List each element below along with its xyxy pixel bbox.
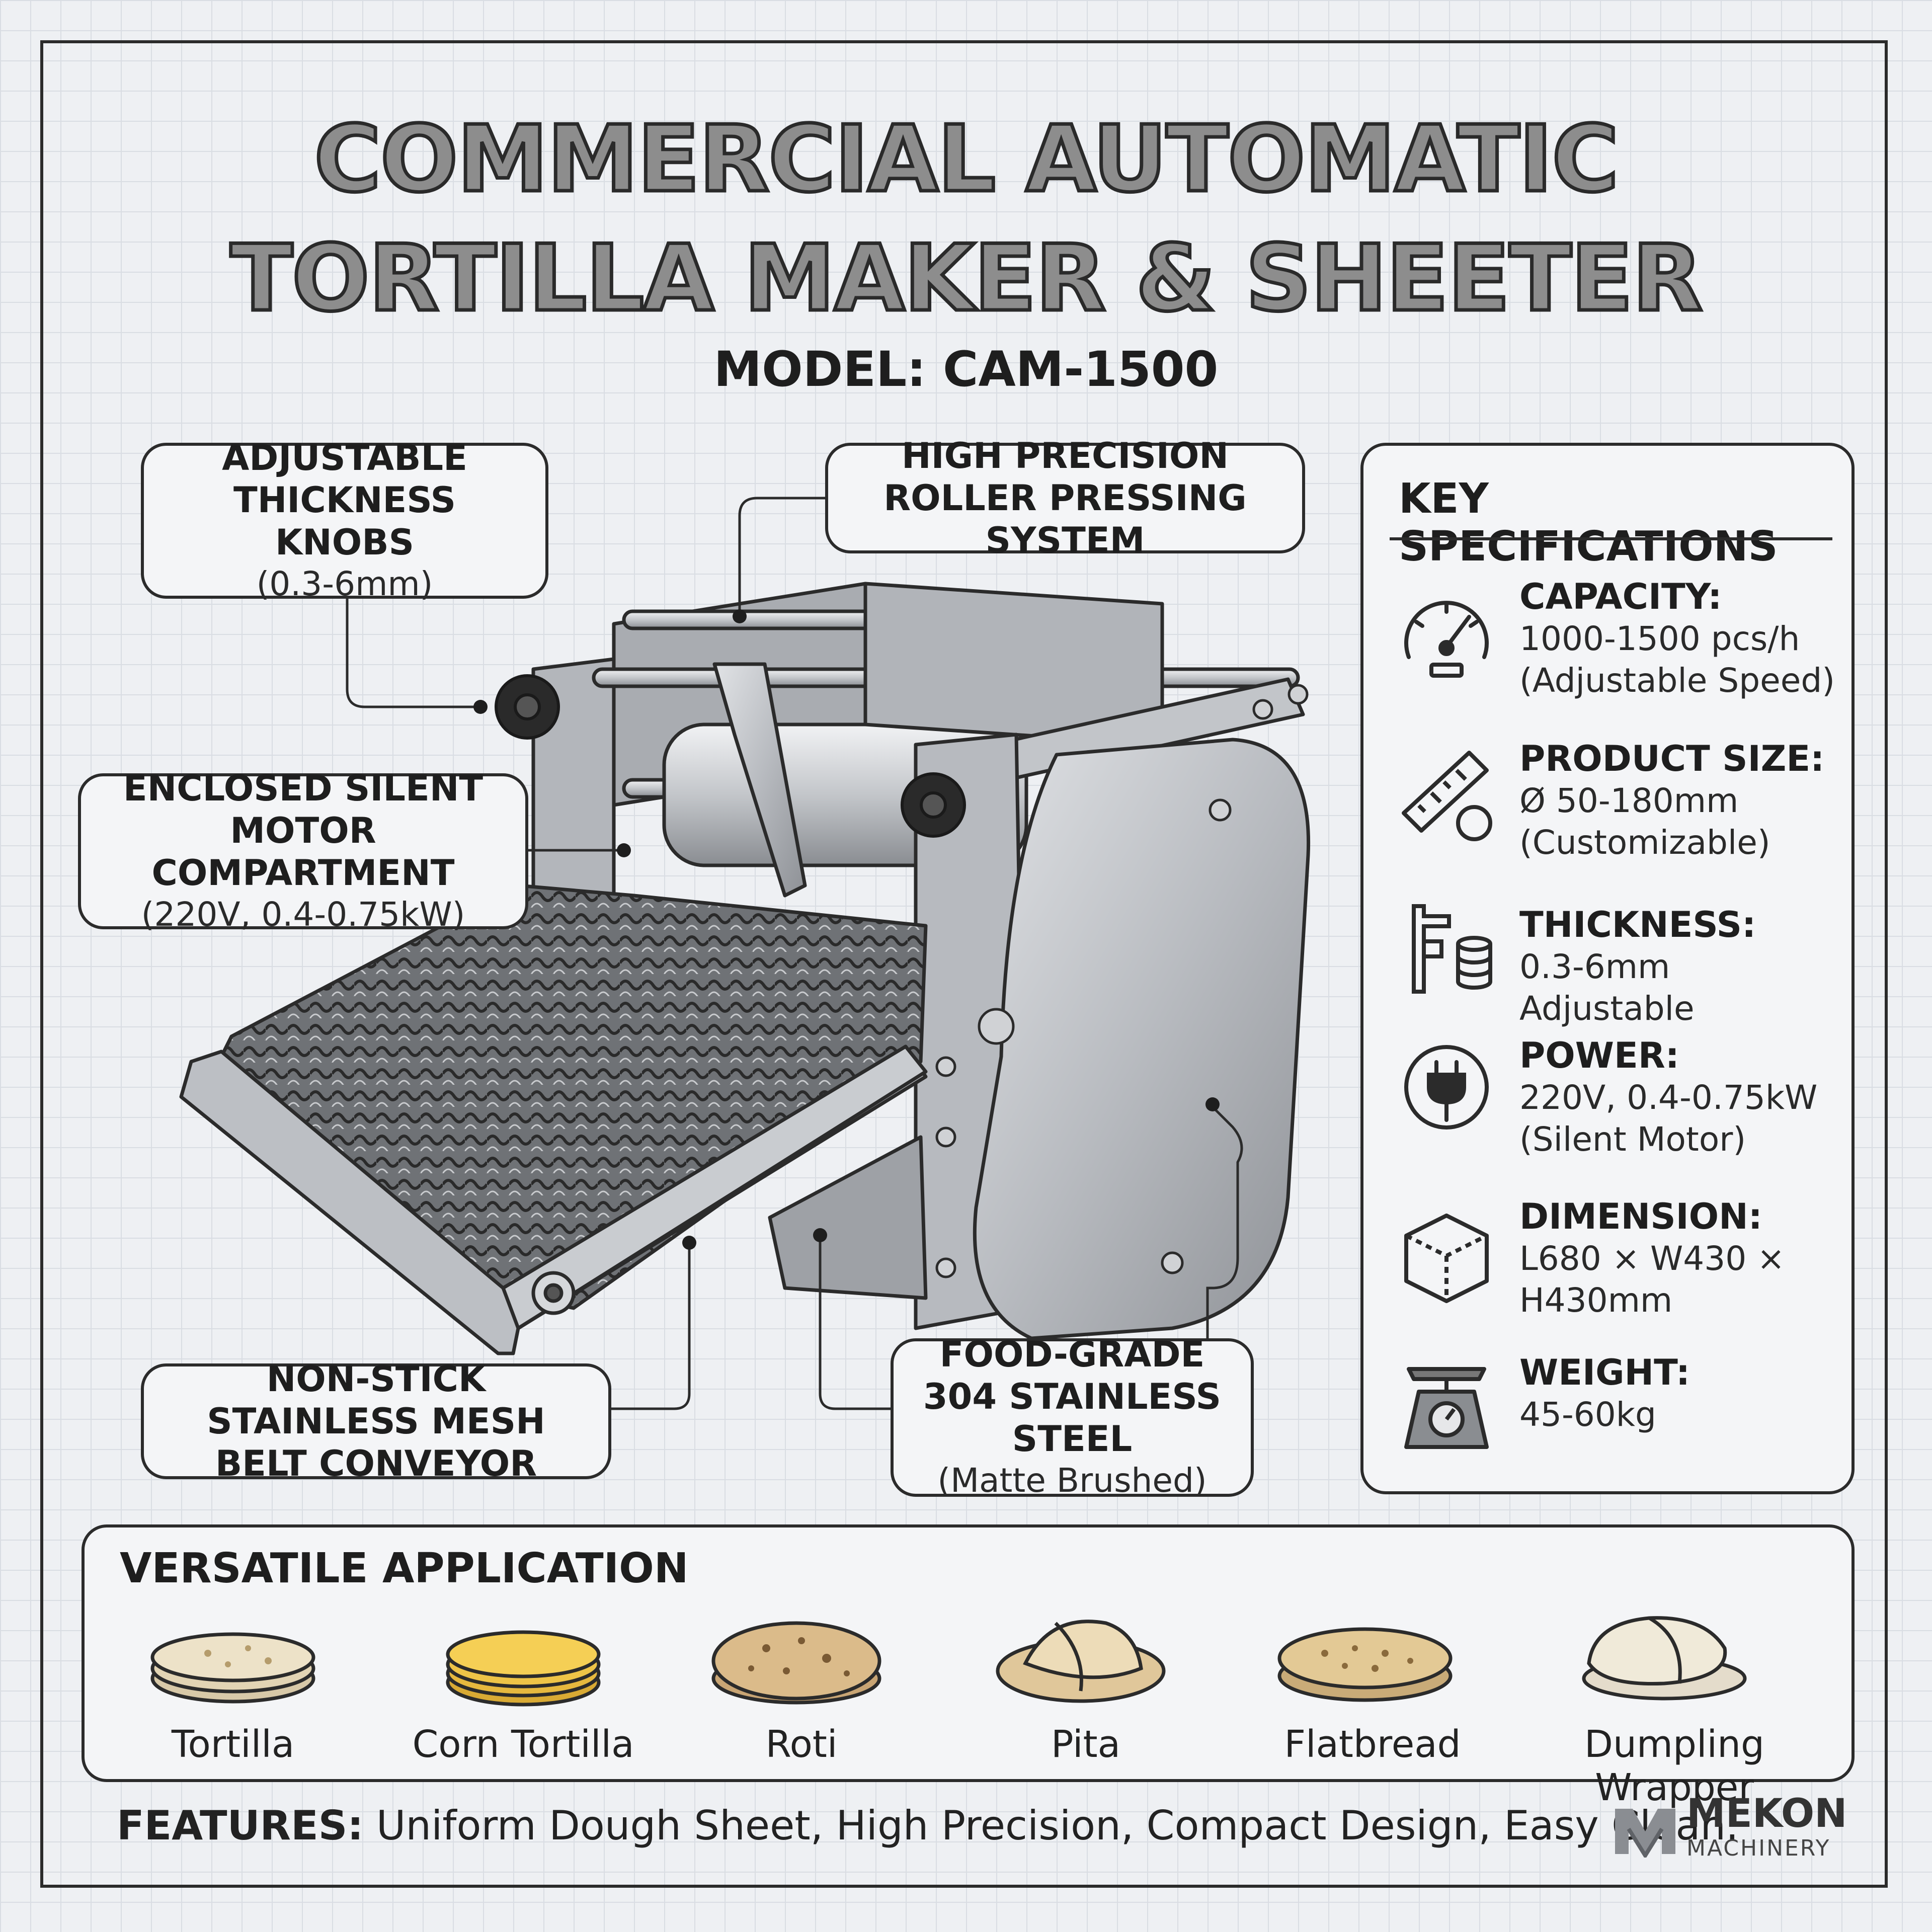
spec-power: POWER: 220V, 0.4-0.75kW (Silent Motor) xyxy=(1519,1034,1817,1160)
dumpling-wrapper-icon xyxy=(1582,1616,1747,1701)
mekon-logo-icon xyxy=(1615,1809,1675,1858)
scale-icon xyxy=(1404,1367,1489,1449)
spec-dimension-label: DIMENSION: xyxy=(1519,1196,1762,1237)
roti-icon xyxy=(711,1621,881,1705)
gauge-icon xyxy=(1404,601,1489,678)
spec-dimension-value-2: H430mm xyxy=(1519,1281,1673,1320)
callout-knobs-title: ADJUSTABLE THICKNESS KNOBS xyxy=(222,437,467,563)
features-line: FEATURES: Uniform Dough Sheet, High Prec… xyxy=(117,1802,1739,1849)
callout-motor-compartment: ENCLOSED SILENT MOTOR COMPARTMENT (220V,… xyxy=(78,768,528,934)
model-number: MODEL: CAM-1500 xyxy=(713,341,1219,397)
spec-size-label: PRODUCT SIZE: xyxy=(1519,738,1825,779)
spec-power-label: POWER: xyxy=(1519,1035,1679,1076)
logo-brand-sub: MACHINERY xyxy=(1686,1835,1831,1861)
key-specifications-panel: KEY SPECIFICATIONS CAPACITY: 1000-1500 p… xyxy=(1360,443,1855,1494)
applications-heading: VERSATILE APPLICATION xyxy=(120,1545,689,1592)
callout-mesh-belt: NON-STICK STAINLESS MESH BELT CONVEYOR xyxy=(141,1358,611,1484)
spec-size-value: Ø 50-180mm xyxy=(1519,781,1739,820)
specs-divider xyxy=(1390,537,1832,540)
caliper-icon xyxy=(1412,904,1492,994)
application-tortilla: Tortilla xyxy=(171,1723,295,1766)
specs-heading: KEY SPECIFICATIONS xyxy=(1399,475,1778,571)
pita-icon xyxy=(996,1620,1166,1703)
callout-thickness-knobs: ADJUSTABLE THICKNESS KNOBS (0.3-6mm) xyxy=(141,437,548,603)
features-text: Uniform Dough Sheet, High Precision, Com… xyxy=(363,1802,1739,1849)
spec-dimension: DIMENSION: L680 × W430 × H430mm xyxy=(1519,1195,1785,1321)
application-roti: Roti xyxy=(765,1723,838,1766)
spec-thickness-label: THICKNESS: xyxy=(1519,904,1756,945)
spec-power-value: 220V, 0.4-0.75kW xyxy=(1519,1078,1818,1117)
page-frame xyxy=(40,40,1888,1888)
callout-belt-title: NON-STICK STAINLESS MESH BELT CONVEYOR xyxy=(207,1358,545,1484)
title-line-2: TORTILLA MAKER & SHEETER xyxy=(228,225,1704,332)
callout-roller-system: HIGH PRECISION ROLLER PRESSING SYSTEM xyxy=(825,435,1305,561)
title-line-1: COMMERCIAL AUTOMATIC xyxy=(312,106,1621,212)
spec-weight-label: WEIGHT: xyxy=(1519,1352,1691,1393)
callout-steel-title: FOOD-GRADE 304 STAINLESS STEEL xyxy=(923,1334,1222,1460)
application-pita: Pita xyxy=(1051,1723,1120,1766)
application-flatbread: Flatbread xyxy=(1284,1723,1461,1766)
callout-knobs-sub: (0.3-6mm) xyxy=(256,564,433,603)
logo-brand-name: MEKON xyxy=(1686,1791,1847,1836)
spec-power-note: (Silent Motor) xyxy=(1519,1120,1746,1159)
callout-motor-title: ENCLOSED SILENT MOTOR COMPARTMENT xyxy=(123,767,484,894)
features-label: FEATURES: xyxy=(117,1802,364,1849)
versatile-application-panel: VERSATILE APPLICATION xyxy=(82,1524,1855,1809)
spec-capacity-note: (Adjustable Speed) xyxy=(1519,661,1835,700)
tortilla-stack-icon xyxy=(150,1632,315,1704)
ruler-icon xyxy=(1402,751,1492,841)
corn-tortilla-icon xyxy=(446,1630,601,1707)
application-dumpling-wrapper: Dumpling Wrapper xyxy=(1584,1723,1764,1809)
spec-product-size: PRODUCT SIZE: Ø 50-180mm (Customizable) xyxy=(1519,738,1824,863)
application-corn-tortilla: Corn Tortilla xyxy=(412,1723,634,1766)
spec-dimension-value: L680 × W430 × xyxy=(1519,1239,1785,1278)
flatbread-icon xyxy=(1277,1627,1453,1702)
spec-weight: WEIGHT: 45-60kg xyxy=(1519,1351,1690,1435)
spec-size-note: (Customizable) xyxy=(1519,823,1770,862)
callout-roller-title: HIGH PRECISION ROLLER PRESSING SYSTEM xyxy=(883,435,1247,561)
callout-stainless-steel: FOOD-GRADE 304 STAINLESS STEEL (Matte Br… xyxy=(891,1334,1254,1500)
spec-thickness-value: 0.3-6mm Adjustable xyxy=(1519,947,1695,1028)
callout-steel-sub: (Matte Brushed) xyxy=(937,1461,1207,1500)
spec-thickness: THICKNESS: 0.3-6mm Adjustable xyxy=(1519,904,1852,1029)
spec-capacity: CAPACITY: 1000-1500 pcs/h (Adjustable Sp… xyxy=(1519,576,1835,701)
spec-weight-value: 45-60kg xyxy=(1519,1395,1656,1434)
plug-icon xyxy=(1404,1045,1489,1130)
spec-capacity-label: CAPACITY: xyxy=(1519,576,1722,617)
cube-icon xyxy=(1404,1214,1489,1303)
callout-motor-sub: (220V, 0.4-0.75kW) xyxy=(141,895,465,934)
spec-capacity-value: 1000-1500 pcs/h xyxy=(1519,619,1800,658)
